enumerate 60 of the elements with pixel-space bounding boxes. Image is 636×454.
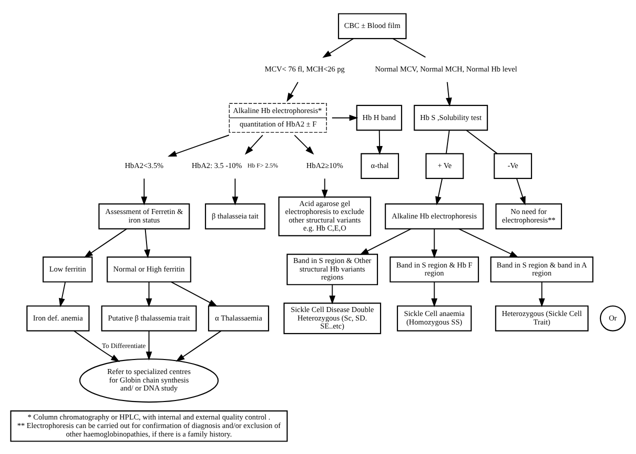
node-box: Putative β thalassemia trait xyxy=(101,304,197,331)
node-box: Band in S region & Other structural Hb variants regions xyxy=(286,253,378,285)
node-box: Assessment of Ferretin & iron status xyxy=(98,202,190,229)
node-box: Alkaline Hb electrophoresis xyxy=(384,202,484,229)
node-box: Sickle Cell Disease Double Heterozygous (Sc, SD. SE..etc) xyxy=(284,302,382,334)
node-text: HbA2≥10% xyxy=(306,160,344,170)
arrow xyxy=(146,280,152,307)
node-text: MCV< 76 fl, MCH<26 pg xyxy=(264,64,345,74)
arrow xyxy=(294,134,314,154)
arrow xyxy=(170,280,218,306)
connector xyxy=(466,129,498,154)
arrow xyxy=(332,114,358,120)
arrow xyxy=(516,178,526,205)
node-box: α Thalassaemia xyxy=(208,304,270,331)
connector xyxy=(392,38,426,58)
arrow xyxy=(458,228,519,258)
node-circle: Or xyxy=(600,304,626,331)
arrow xyxy=(244,134,264,154)
arrow xyxy=(84,228,128,258)
node-box: Hb H band xyxy=(356,104,402,130)
arrow xyxy=(322,178,328,198)
arrow xyxy=(360,228,412,254)
node-text: Normal MCV, Normal MCH, Normal Hb level xyxy=(374,64,518,74)
arrow xyxy=(538,280,545,307)
node-text: HbA2: 3.5 -10% xyxy=(192,160,242,170)
arrow xyxy=(232,178,238,205)
arrow xyxy=(144,228,150,258)
node-box: Hb S ,Solubility test xyxy=(414,104,488,130)
node-box: Band in S region & band in A region xyxy=(490,256,594,282)
node-box: * Column chromatography or HPLC, with internal and external quality control . ** Electrophoresis can be carried out for confirmation of diagnosis and/or exclusion of other haemoglobinopathies, if there is a family history. xyxy=(10,410,288,442)
node-ellipse: Refer to specialized centres for Globin chain synthesis and/ or DNA study xyxy=(79,358,219,402)
arrow xyxy=(322,38,354,58)
arrow xyxy=(141,178,148,205)
node-box: No need for electrophoresis** xyxy=(495,202,562,229)
node-box: Band in S region & Hb F region xyxy=(390,256,479,282)
arrow xyxy=(329,284,336,304)
node-box: + Ve xyxy=(425,152,464,179)
arrow xyxy=(431,280,438,307)
node-box: Sickle Cell anaemia (Homozygous SS) xyxy=(396,304,472,331)
node-box: α-thal xyxy=(360,152,400,179)
arrow xyxy=(73,330,120,362)
arrow xyxy=(435,178,443,205)
node-box: Acid agarose gel electrophoresis to exclude other structural variants e.g. Hb C,E,O xyxy=(278,196,372,236)
arrow xyxy=(376,129,383,154)
node-box: Heterozygous (Sickle Cell Trait) xyxy=(495,304,589,331)
node-box: Normal or High ferritin xyxy=(106,256,192,282)
arrow xyxy=(286,81,298,102)
arrow xyxy=(446,81,452,106)
arrow xyxy=(176,330,222,362)
node-box: Iron def. anemia xyxy=(26,304,90,331)
node-box: -Ve xyxy=(494,152,532,179)
node-box: β thalasseia tait xyxy=(204,202,266,229)
arrow xyxy=(168,134,230,156)
arrow xyxy=(431,228,438,258)
node-text: HbA2<3.5% xyxy=(124,160,164,170)
node-box: CBC ± Blood film xyxy=(338,12,407,39)
node-box: Low ferritin xyxy=(42,256,93,282)
connector xyxy=(446,129,450,154)
arrow xyxy=(58,280,66,307)
arrow xyxy=(146,330,152,360)
